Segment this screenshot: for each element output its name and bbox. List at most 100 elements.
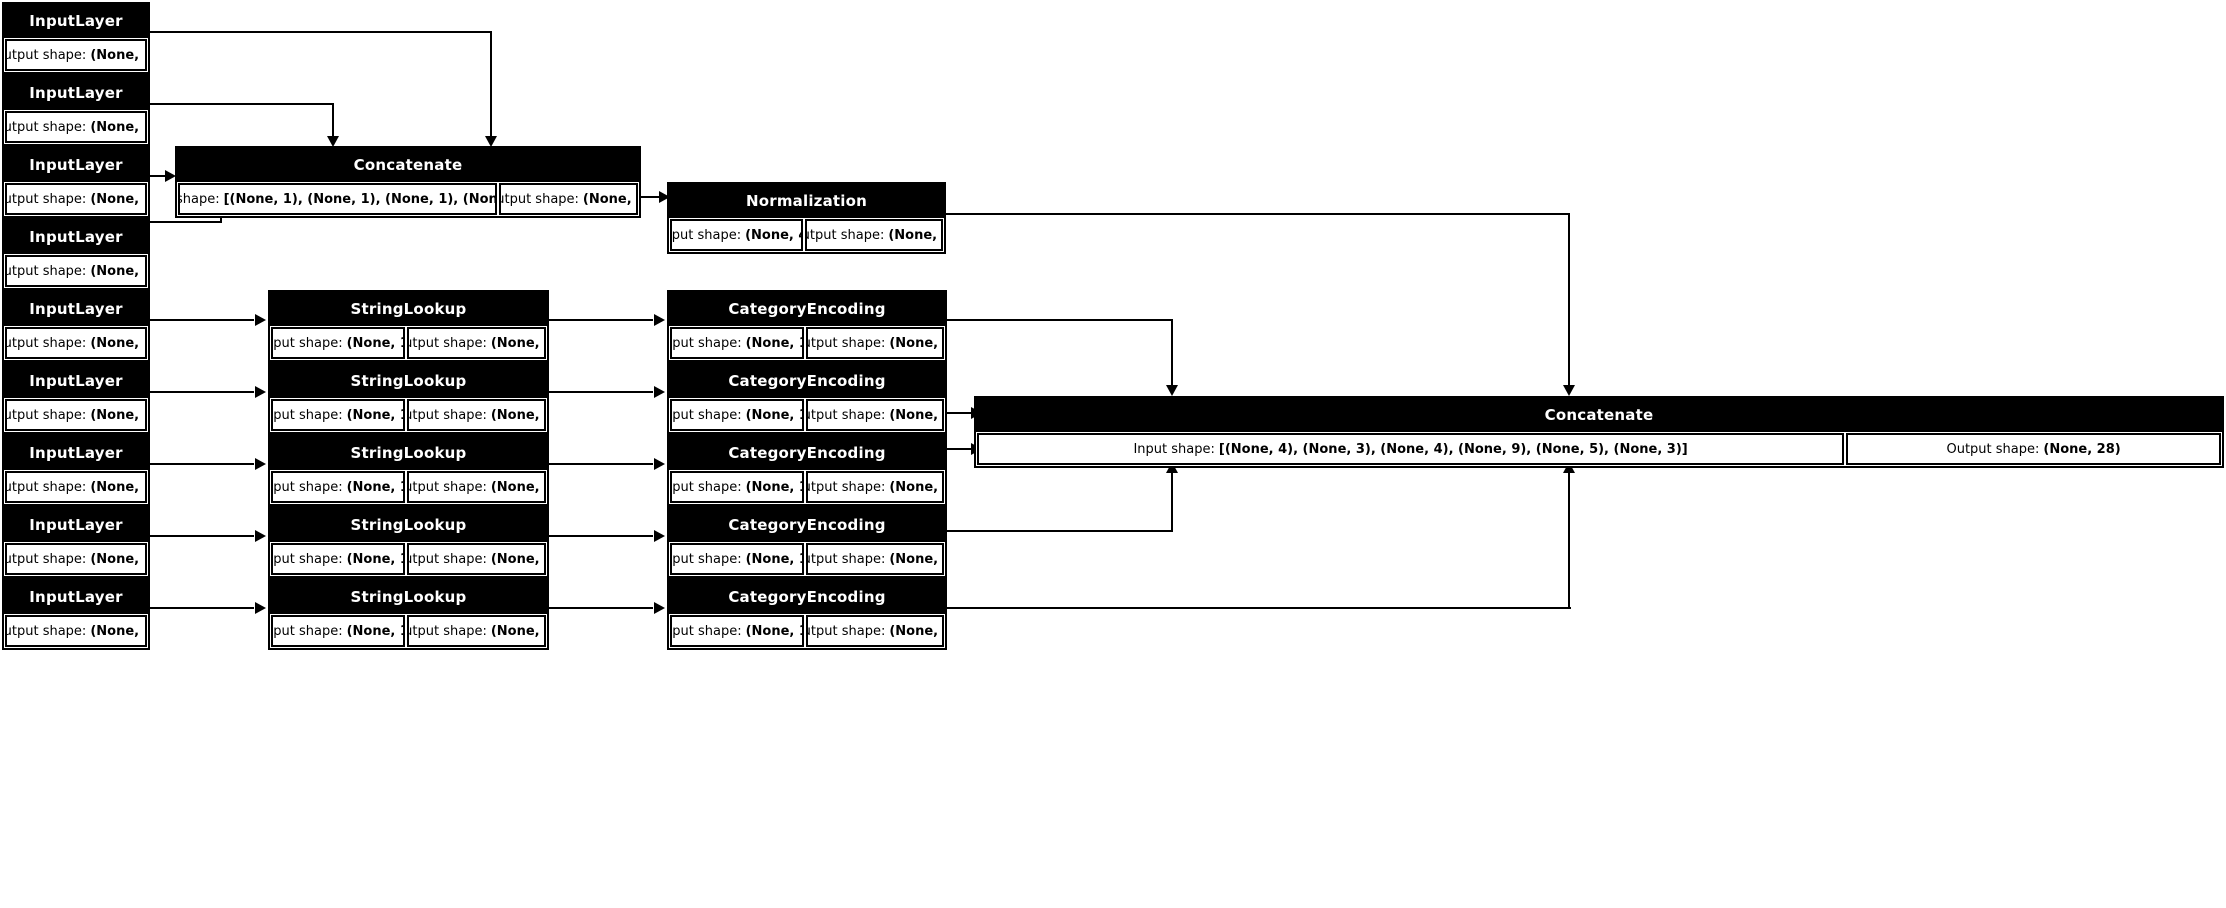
node-shape-row: Input shape: (None, 1) Output shape: (No… — [270, 326, 547, 360]
output-shape-cell: Output shape: (None, 3) — [806, 327, 944, 359]
output-shape-label: Output shape: — [7, 119, 87, 135]
output-shape-value: (None, 3) — [889, 335, 942, 351]
edge-ce1-concatall-arrowhead — [1166, 385, 1178, 396]
node-categoryencoding-1[interactable]: CategoryEncoding Input shape: (None, 1) … — [667, 290, 947, 362]
node-shape-row: Output shape: (None, 1) — [4, 326, 148, 360]
output-shape-cell: Output shape: (None, 9) — [806, 471, 944, 503]
node-title: InputLayer — [4, 76, 148, 110]
output-shape-label: Output shape: — [7, 263, 87, 279]
output-shape-value: (None, 1) — [90, 335, 145, 351]
output-shape-value: (None, 1) — [90, 407, 145, 423]
output-shape-label: Output shape: — [807, 227, 885, 243]
edge-ce5-concatall-h — [947, 607, 1571, 609]
output-shape-value: (None, 1) — [490, 479, 544, 495]
edge-input9-sl5 — [150, 607, 254, 609]
output-shape-cell: Output shape: (None, 3) — [806, 615, 944, 647]
node-stringlookup-4[interactable]: StringLookup Input shape: (None, 1) Outp… — [268, 506, 549, 578]
output-shape-label: Output shape: — [409, 479, 487, 495]
node-title: StringLookup — [270, 508, 547, 542]
edge-sl4-ce4-arrowhead — [654, 530, 665, 542]
node-normalization[interactable]: Normalization Input shape: (None, 4) Out… — [667, 182, 946, 254]
node-shape-row: Output shape: (None, 1) — [4, 614, 148, 648]
node-title: StringLookup — [270, 580, 547, 614]
node-concatenate-all[interactable]: Concatenate Input shape: [(None, 4), (No… — [974, 396, 2224, 468]
input-shape-cell: Input shape: [(None, 4), (None, 3), (Non… — [977, 433, 1845, 465]
node-inputlayer-8[interactable]: InputLayer Output shape: (None, 1) — [2, 506, 150, 578]
edge-input3-arrowhead — [165, 170, 176, 182]
node-inputlayer-3[interactable]: InputLayer Output shape: (None, 1) — [2, 146, 150, 218]
node-categoryencoding-3[interactable]: CategoryEncoding Input shape: (None, 1) … — [667, 434, 947, 506]
node-title: InputLayer — [4, 436, 148, 470]
edge-input4-h — [150, 221, 222, 223]
node-inputlayer-1[interactable]: InputLayer Output shape: (None, 1) — [2, 2, 150, 74]
output-shape-value: (None, 1) — [90, 47, 145, 63]
node-title: InputLayer — [4, 292, 148, 326]
output-shape-value: (None, 5) — [889, 551, 942, 567]
output-shape-cell: Output shape: (None, 1) — [5, 255, 147, 287]
node-inputlayer-9[interactable]: InputLayer Output shape: (None, 1) — [2, 578, 150, 650]
edge-ce4-concatall-v — [1171, 469, 1173, 532]
input-shape-cell: Input shape: (None, 1) — [271, 615, 406, 647]
edge-ce1-concatall-h — [947, 319, 1173, 321]
input-shape-cell: Input shape: (None, 1) — [670, 471, 805, 503]
edge-ce1-concatall-v — [1171, 319, 1173, 386]
node-inputlayer-6[interactable]: InputLayer Output shape: (None, 1) — [2, 362, 150, 434]
edge-input6-sl2 — [150, 391, 254, 393]
edge-input8-sl4-arrowhead — [255, 530, 266, 542]
node-inputlayer-2[interactable]: InputLayer Output shape: (None, 1) — [2, 74, 150, 146]
node-title: InputLayer — [4, 220, 148, 254]
input-shape-value: (None, 1) — [745, 335, 802, 351]
output-shape-label: Output shape: — [409, 407, 487, 423]
node-shape-row: Output shape: (None, 1) — [4, 470, 148, 504]
edge-input1-v — [490, 31, 492, 138]
output-shape-cell: Output shape: (None, 1) — [5, 615, 147, 647]
input-shape-label: Input shape: — [178, 191, 220, 207]
output-shape-cell: Output shape: (None, 1) — [407, 471, 546, 503]
node-categoryencoding-4[interactable]: CategoryEncoding Input shape: (None, 1) … — [667, 506, 947, 578]
node-inputlayer-4[interactable]: InputLayer Output shape: (None, 1) — [2, 218, 150, 290]
output-shape-value: (None, 3) — [889, 623, 942, 639]
input-shape-label: Input shape: — [672, 623, 742, 639]
edge-input5-sl1-arrowhead — [255, 314, 266, 326]
output-shape-label: Output shape: — [7, 479, 87, 495]
edge-norm-concatall-v — [1568, 213, 1570, 386]
input-shape-label: Input shape: — [672, 335, 742, 351]
edge-ce2-concatall-h — [947, 412, 974, 414]
input-shape-cell: Input shape: (None, 1) — [271, 543, 406, 575]
edge-sl3-ce3 — [549, 463, 653, 465]
node-title: CategoryEncoding — [669, 364, 945, 398]
input-shape-cell: Input shape: (None, 1) — [271, 327, 406, 359]
edge-concat-norm-h — [641, 196, 662, 198]
output-shape-label: Output shape: — [808, 335, 886, 351]
output-shape-cell: Output shape: (None, 4) — [805, 219, 943, 251]
input-shape-value: (None, 4) — [745, 227, 801, 243]
node-title: StringLookup — [270, 364, 547, 398]
node-categoryencoding-2[interactable]: CategoryEncoding Input shape: (None, 1) … — [667, 362, 947, 434]
input-shape-cell: Input shape: (None, 1) — [670, 615, 805, 647]
output-shape-label: Output shape: — [808, 479, 886, 495]
node-stringlookup-3[interactable]: StringLookup Input shape: (None, 1) Outp… — [268, 434, 549, 506]
output-shape-value: (None, 1) — [90, 623, 145, 639]
input-shape-cell: Input shape: (None, 1) — [670, 327, 805, 359]
output-shape-label: Output shape: — [808, 407, 886, 423]
output-shape-value: (None, 1) — [490, 407, 544, 423]
edge-sl3-ce3-arrowhead — [654, 458, 665, 470]
output-shape-cell: Output shape: (None, 1) — [5, 327, 147, 359]
input-shape-cell: Input shape: (None, 1) — [271, 471, 406, 503]
input-shape-label: Input shape: — [273, 551, 343, 567]
node-inputlayer-5[interactable]: InputLayer Output shape: (None, 1) — [2, 290, 150, 362]
node-inputlayer-7[interactable]: InputLayer Output shape: (None, 1) — [2, 434, 150, 506]
node-concatenate-numeric[interactable]: Concatenate Input shape: [(None, 1), (No… — [175, 146, 641, 218]
output-shape-value: (None, 9) — [889, 479, 942, 495]
node-stringlookup-2[interactable]: StringLookup Input shape: (None, 1) Outp… — [268, 362, 549, 434]
node-shape-row: Output shape: (None, 1) — [4, 254, 148, 288]
input-shape-value: (None, 1) — [346, 335, 403, 351]
edge-input1-h — [150, 31, 492, 33]
output-shape-value: (None, 28) — [2043, 441, 2121, 457]
node-stringlookup-1[interactable]: StringLookup Input shape: (None, 1) Outp… — [268, 290, 549, 362]
input-shape-label: Input shape: — [671, 227, 742, 243]
node-stringlookup-5[interactable]: StringLookup Input shape: (None, 1) Outp… — [268, 578, 549, 650]
input-shape-value: (None, 1) — [745, 407, 802, 423]
node-categoryencoding-5[interactable]: CategoryEncoding Input shape: (None, 1) … — [667, 578, 947, 650]
